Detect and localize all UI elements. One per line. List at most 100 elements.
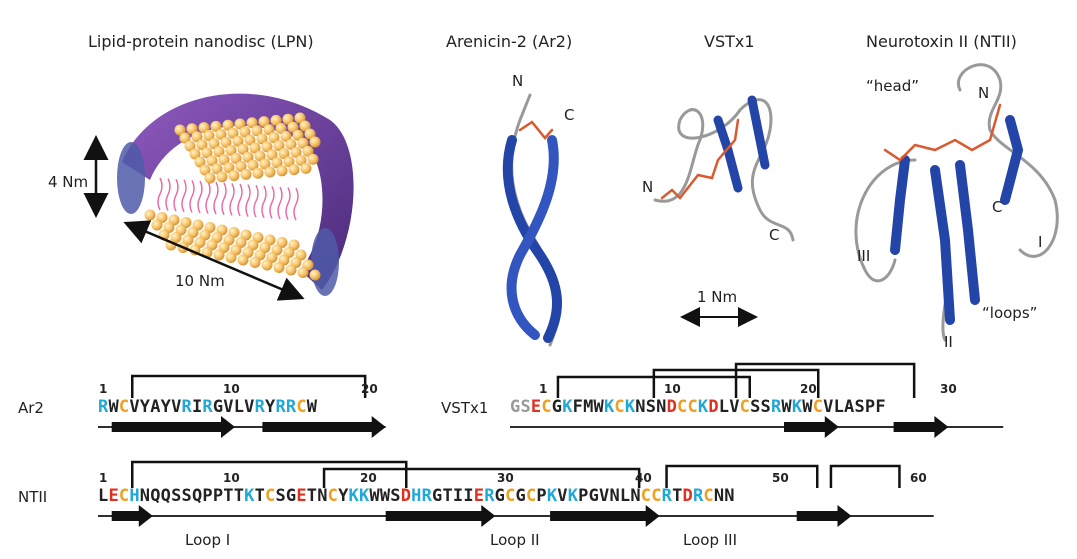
residue: K [624,397,636,417]
vstx1-num-30: 30 [940,382,957,396]
residue: K [697,397,709,417]
residue: I [463,486,474,506]
residue: P [202,486,213,506]
lipid-head [273,262,285,273]
lipid-head [259,158,271,170]
lipid-head [211,163,223,175]
residue: T [306,486,318,506]
lipid-tail [197,180,203,214]
residue: Q [191,486,203,506]
residue: V [729,397,740,417]
lipid-head [225,252,237,263]
lipid-head [256,133,268,145]
loop-2-label: Loop II [490,531,540,549]
lipid-tail [181,179,187,213]
residue: W [379,486,391,506]
lipid-head [282,113,294,125]
residue: W [108,397,119,417]
lipid-head [261,259,273,271]
residue: G [510,397,521,417]
lipid-head [191,131,203,143]
residue: S [181,486,192,506]
residue: R [98,397,109,417]
residue: S [171,486,182,506]
width-label: 10 Nm [175,272,225,290]
residue: D [682,486,693,506]
lipid-tail [285,187,291,220]
residue: N [609,486,620,506]
lipid-head [261,141,273,153]
ntii-c-label: C [992,198,1003,216]
residue: N [656,397,667,417]
residue: L [718,397,730,417]
lipid-head [304,128,316,140]
lipid-head [218,154,230,166]
loop-1-label: Loop I [185,531,231,549]
nanodisc-drawing [117,93,354,296]
lipid-head [235,160,247,172]
vstx1-row-label: VSTx1 [441,399,489,417]
lipid-head [237,254,249,266]
lipid-head [213,146,225,158]
residue: L [98,486,109,506]
lipid-tail [269,186,275,219]
width-arrow [123,220,305,301]
lipid-head [276,165,288,177]
lipid-head [271,157,283,169]
lipid-head [307,153,319,165]
loop-3-label: Loop III [683,531,738,549]
lipid-tail [165,178,171,211]
lipid-head [285,264,297,276]
lipid-head [295,154,307,166]
lipid-head [201,147,213,159]
lipid-head [220,136,232,148]
lipid-head [249,142,261,154]
lipid-head [290,146,302,158]
lipid-tail [157,177,163,211]
residue: G [285,486,297,506]
residue: Q [150,486,161,506]
residue: C [327,486,339,506]
beta-strand-arrow [262,416,386,438]
beta-strand-arrow [796,505,852,527]
residue: I [191,397,203,417]
lipid-tail [221,182,227,216]
ar2-num-20: 20 [361,382,378,396]
ntii-loops-label: “loops” [982,304,1038,322]
residue: C [118,486,130,506]
ar2-sequence: RWCVYAYVRIRGVLVRYRRCW [98,397,317,417]
lipid-tail [245,184,251,217]
residue: W [593,397,604,417]
residue: C [541,397,552,417]
beta-strand-arrow [784,416,839,438]
lipid-head [215,128,227,140]
ntii-loop1-label: I [1038,233,1043,251]
lipid-head [239,126,251,138]
lipid-head [225,144,237,156]
vstx1-title: VSTx1 [704,32,755,51]
residue: C [296,397,307,417]
lipid-head [206,155,218,167]
residue: V [129,397,140,417]
ntii-structure [854,63,1059,342]
residue: C [651,486,662,506]
lipid-head [283,156,295,168]
residue: D [666,397,677,417]
residue: V [171,397,182,417]
lipid-head [216,171,228,183]
disulfide-bracket [322,467,641,488]
ntii-loop2-label: II [944,333,953,351]
lipid-head [244,134,256,146]
residue: S [645,397,657,417]
beta-strand-arrow [893,416,949,438]
residue: S [854,397,865,417]
disulfide-bracket [665,464,819,488]
lipid-head [234,118,246,130]
ntii-num-50: 50 [772,471,789,485]
residue: E [473,486,485,506]
lipid-tail [173,178,179,212]
lipid-head [144,209,156,221]
residue: P [578,486,589,506]
residue: Y [338,486,349,506]
lipid-head [300,162,312,174]
